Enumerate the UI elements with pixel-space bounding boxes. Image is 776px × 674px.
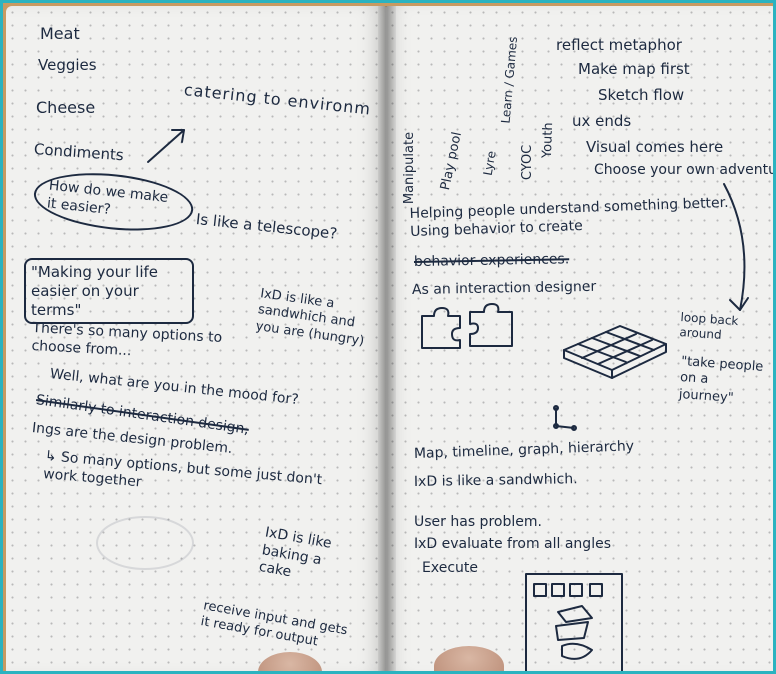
note-reflect-metaphor: reflect metaphor <box>556 36 682 54</box>
note-make-map: Make map first <box>578 60 690 78</box>
triangle-dots-sketch <box>553 405 577 431</box>
note-visual-comes: Visual comes here <box>586 138 724 156</box>
note-execute: Execute <box>422 560 478 576</box>
note-youth: Youth <box>539 122 557 159</box>
curved-arrow-sketch <box>723 183 749 311</box>
faint-sketch <box>96 516 194 570</box>
right-thumb <box>434 646 504 674</box>
puzzle-pieces-sketch <box>421 303 513 349</box>
note-user-problem: User has problem. <box>414 514 542 530</box>
note-take-people: "take people on a journey" <box>678 354 764 406</box>
note-interaction-designer: As an interaction designer <box>411 278 597 298</box>
note-behavior-experiences: behavior experiences. <box>413 251 570 270</box>
note-ux-ends: ux ends <box>572 112 632 130</box>
right-notebook-page <box>386 6 776 674</box>
note-sketch-flow: Sketch flow <box>598 86 685 104</box>
left-thumb <box>258 652 322 674</box>
grid-mat-sketch <box>563 325 667 379</box>
note-cheese: Cheese <box>36 98 96 117</box>
notebook-binding <box>378 6 396 674</box>
note-choose-adventure: Choose your own adventure <box>594 162 776 178</box>
arrow-sketch <box>147 129 185 163</box>
note-manipulate: Manipulate <box>401 131 417 205</box>
note-meat: Meat <box>40 24 80 43</box>
app-screen-sketch <box>525 573 623 674</box>
note-cyoc: CYOC <box>519 144 535 181</box>
note-ixd-evaluate: IxD evaluate from all angles <box>414 536 611 552</box>
note-loop-back: loop back around <box>679 310 739 342</box>
note-making-life-easier: "Making your life easier on your terms" <box>24 258 194 325</box>
note-veggies: Veggies <box>38 56 97 74</box>
left-notebook-page <box>6 6 386 674</box>
note-ixd-sandwich-right: IxD is like a sandwhich. <box>413 471 578 490</box>
